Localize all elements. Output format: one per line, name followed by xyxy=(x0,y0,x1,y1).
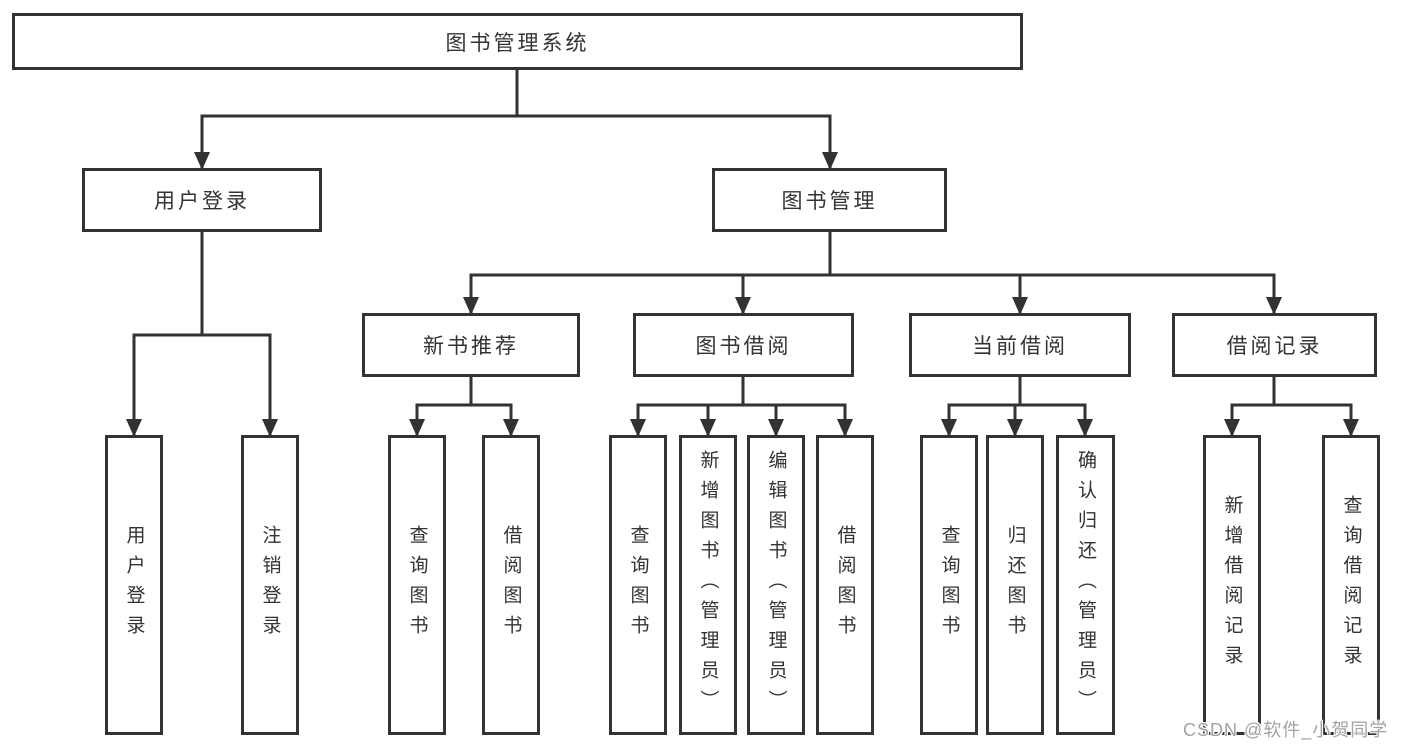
leaf-user-login-label: 用户登录 xyxy=(123,525,145,645)
leaf-confirm-return-admin: 确认归还（管理员） xyxy=(1056,435,1115,735)
node-borrow-records: 借阅记录 xyxy=(1172,313,1377,377)
leaf-add-borrow-record-label: 新增借阅记录 xyxy=(1221,495,1243,675)
leaf-logout: 注销登录 xyxy=(241,435,299,735)
node-root-label: 图书管理系统 xyxy=(445,31,590,55)
node-book-borrow: 图书借阅 xyxy=(633,313,854,377)
node-current-borrow: 当前借阅 xyxy=(909,313,1131,377)
leaf-confirm-return-admin-label: 确认归还（管理员） xyxy=(1075,450,1096,720)
connector-current-borrow xyxy=(941,375,1093,437)
leaf-add-borrow-record: 新增借阅记录 xyxy=(1203,435,1261,735)
leaf-newbook-borrow-books: 借阅图书 xyxy=(482,435,540,735)
leaf-borrow-books: 借阅图书 xyxy=(816,435,874,735)
leaf-edit-books-admin: 编辑图书（管理员） xyxy=(747,435,805,735)
node-new-book-recommend-label: 新书推荐 xyxy=(423,335,519,358)
leaf-newbook-query-books-label: 查询图书 xyxy=(406,525,428,645)
node-book-borrow-label: 图书借阅 xyxy=(695,335,792,358)
leaf-logout-label: 注销登录 xyxy=(259,525,281,645)
connector-book-management xyxy=(463,230,1282,315)
connector-user-login xyxy=(126,230,278,437)
watermark-text: CSDN @软件_小贺同学 xyxy=(1183,720,1389,740)
node-borrow-records-label: 借阅记录 xyxy=(1226,335,1323,358)
node-new-book-recommend: 新书推荐 xyxy=(362,313,580,377)
leaf-newbook-borrow-books-label: 借阅图书 xyxy=(500,525,522,645)
leaf-add-books-admin-label: 新增图书（管理员） xyxy=(697,450,719,720)
leaf-borrow-query-books: 查询图书 xyxy=(609,435,667,735)
node-user-login-label: 用户登录 xyxy=(154,190,250,213)
leaf-return-books: 归还图书 xyxy=(986,435,1044,735)
leaf-user-login: 用户登录 xyxy=(105,435,163,735)
leaf-query-borrow-record: 查询借阅记录 xyxy=(1322,435,1380,735)
connector-book-borrow xyxy=(630,375,853,437)
leaf-add-books-admin: 新增图书（管理员） xyxy=(679,435,737,735)
leaf-current-query-books-label: 查询图书 xyxy=(938,525,960,645)
leaf-newbook-query-books: 查询图书 xyxy=(388,435,446,735)
connector-root xyxy=(194,68,838,170)
connector-borrow-records xyxy=(1224,375,1359,437)
leaf-edit-books-admin-label: 编辑图书（管理员） xyxy=(765,450,787,720)
leaf-query-borrow-record-label: 查询借阅记录 xyxy=(1340,495,1362,675)
leaf-borrow-query-books-label: 查询图书 xyxy=(627,525,649,645)
node-root: 图书管理系统 xyxy=(12,13,1023,70)
leaf-current-query-books: 查询图书 xyxy=(920,435,978,735)
connector-new-book xyxy=(409,375,519,437)
node-book-management-label: 图书管理 xyxy=(781,190,878,213)
leaf-return-books-label: 归还图书 xyxy=(1004,525,1026,645)
node-user-login: 用户登录 xyxy=(82,168,322,232)
node-book-management: 图书管理 xyxy=(712,168,947,232)
leaf-borrow-books-label: 借阅图书 xyxy=(834,525,856,645)
node-current-borrow-label: 当前借阅 xyxy=(972,335,1068,358)
